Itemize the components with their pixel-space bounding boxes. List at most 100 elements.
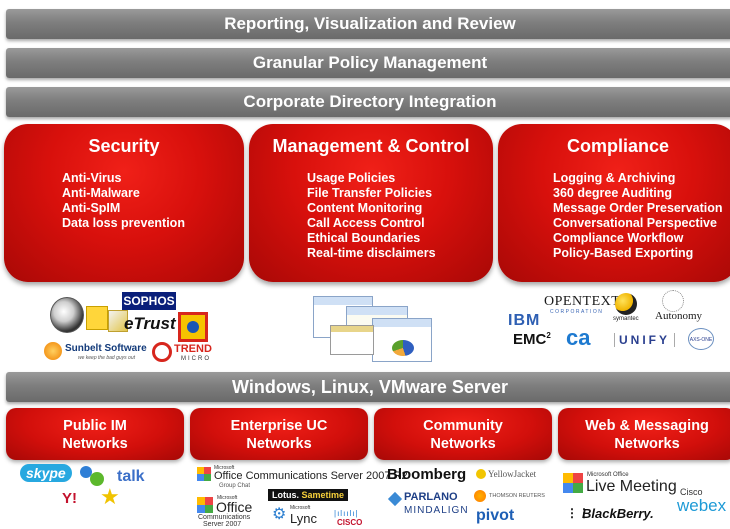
- emc-text: EMC: [513, 331, 547, 348]
- parlano-logo: PARLANO: [404, 491, 458, 503]
- sunbelt-tagline: we keep the bad guys out: [78, 355, 135, 361]
- security-item: Data loss prevention: [62, 216, 185, 230]
- compliance-item: Compliance Workflow: [553, 231, 684, 245]
- public-im-networks: Public IM Networks: [6, 408, 184, 460]
- compliance-item: 360 degree Auditing: [553, 186, 673, 200]
- thomson-reuters-icon: [474, 490, 486, 502]
- reporting-label: Reporting, Visualization and Review: [224, 14, 516, 33]
- office-icon-1: [197, 467, 211, 481]
- office-icon-2: [197, 497, 213, 513]
- msn-buddy-blue: [80, 466, 92, 478]
- ms-small-1: Microsoft: [214, 465, 235, 471]
- management-item: Real-time disclaimers: [307, 246, 436, 260]
- server2007-label: Server 2007: [203, 521, 242, 528]
- dashboard-screenshot-4: [330, 325, 374, 355]
- unify-logo: UNIFY: [614, 333, 675, 347]
- sametime-text: Sametime: [301, 490, 345, 500]
- ocs-logo: Office Communications Server 2007 R2: [214, 470, 408, 482]
- ibm-logo: IBM: [508, 312, 541, 329]
- msn-buddy-green: [90, 472, 104, 486]
- live-meeting-logo: Live Meeting: [586, 478, 677, 495]
- msn-buddies-icon: [78, 466, 108, 490]
- mindalign-logo: MINDALIGN: [404, 505, 469, 516]
- shield-logo-inner: [187, 321, 199, 333]
- yellowjacket-icon: [476, 469, 486, 479]
- google-talk-logo: talk: [117, 468, 145, 485]
- compliance-title: Compliance: [566, 136, 670, 156]
- corporate-directory-label: Corporate Directory Integration: [243, 92, 497, 111]
- security-item: Anti-Malware: [62, 186, 140, 200]
- trend-micro-logo: TREND: [174, 343, 212, 355]
- thomson-reuters-logo: THOMSON REUTERS: [489, 493, 545, 499]
- cisco-logo: CISCO: [337, 518, 363, 527]
- bouncer-logo: [50, 297, 84, 333]
- bloomberg-logo: Bloomberg: [387, 466, 467, 483]
- trend-micro-sub: MICRO: [181, 356, 211, 362]
- blackberry-logo: BlackBerry.: [582, 506, 654, 521]
- lync-ms-small: Microsoft: [290, 505, 311, 511]
- enterprise-uc-line2: Networks: [246, 436, 312, 452]
- web-messaging-line2: Networks: [614, 436, 680, 452]
- management-item: Call Access Control: [307, 216, 425, 230]
- yahoo-logo: Y!: [62, 490, 77, 507]
- skype-logo: skype: [20, 464, 72, 482]
- management-list: Usage Policies File Transfer Policies Co…: [307, 171, 493, 261]
- group-chat-label: Group Chat: [219, 483, 251, 489]
- autonomy-icon: [662, 290, 684, 312]
- shield-logo: [178, 312, 208, 342]
- spywall-logo: [86, 306, 108, 330]
- spyware-box-logo: [108, 310, 128, 332]
- lync-icon: ⚙: [272, 506, 287, 523]
- security-title: Security: [88, 136, 160, 156]
- axs-one-logo: AXS-ONE: [688, 328, 714, 350]
- management-item: Ethical Boundaries: [307, 231, 421, 245]
- trend-micro-icon: [152, 342, 172, 362]
- community-networks: Community Networks: [374, 408, 552, 460]
- office-logo: Office: [216, 499, 253, 515]
- web-messaging-networks: Web & Messaging Networks: [558, 408, 730, 460]
- security-item: Anti-Virus: [62, 171, 122, 185]
- public-im-line1: Public IM: [63, 418, 127, 434]
- opentext-sub: CORPORATION: [550, 309, 604, 315]
- web-messaging-line1: Web & Messaging: [585, 418, 709, 434]
- lotus-text: Lotus.: [272, 490, 299, 500]
- emc-sup: 2: [546, 331, 551, 340]
- security-panel: Security Anti-Virus Anti-Malware Anti-Sp…: [4, 124, 244, 282]
- yellowjacket-logo: YellowJacket: [488, 469, 537, 479]
- reporting-bar: Reporting, Visualization and Review: [6, 9, 730, 39]
- platforms-bar: Windows, Linux, VMware Server: [6, 372, 730, 402]
- sunbelt-icon: [44, 342, 62, 360]
- compliance-item: Conversational Perspective: [553, 216, 717, 230]
- sophos-logo: SOPHOS: [122, 292, 176, 310]
- management-item: File Transfer Policies: [307, 186, 433, 200]
- ms-office-small: Microsoft Office: [587, 472, 629, 478]
- office-icon-3: [563, 473, 583, 493]
- communications-label: Communications: [198, 514, 251, 521]
- cisco-webex-small: Cisco: [680, 487, 703, 497]
- enterprise-uc-networks: Enterprise UC Networks: [190, 408, 368, 460]
- enterprise-uc-line1: Enterprise UC: [230, 418, 328, 434]
- community-line2: Networks: [430, 436, 496, 452]
- management-item: Usage Policies: [307, 171, 396, 185]
- opentext-logo: OPENTEXT: [544, 294, 621, 309]
- symantec-icon: [615, 293, 637, 315]
- ms-small-2: Microsoft: [217, 495, 238, 501]
- etrust-logo: eTrust: [124, 314, 176, 333]
- aim-running-man-icon: ★: [100, 484, 120, 509]
- compliance-item: Policy-Based Exporting: [553, 246, 694, 260]
- webex-logo: webex: [677, 496, 727, 515]
- granular-policy-label: Granular Policy Management: [252, 53, 488, 72]
- management-control-panel: Management & Control Usage Policies File…: [249, 124, 493, 282]
- pivot-logo: pivot: [476, 507, 515, 524]
- ca-logo: ca: [566, 325, 591, 350]
- lotus-sametime-logo: Lotus. Sametime: [268, 489, 349, 501]
- compliance-item: Message Order Preservation: [553, 201, 723, 215]
- compliance-panel: Compliance Logging & Archiving 360 degre…: [498, 124, 730, 282]
- management-item: Content Monitoring: [307, 201, 423, 215]
- autonomy-logo: Autonomy: [655, 310, 703, 322]
- lync-logo: Lync: [290, 511, 317, 526]
- parlano-icon: [387, 491, 403, 507]
- emc-logo: EMC2: [513, 331, 551, 348]
- community-line1: Community: [423, 418, 503, 434]
- public-im-line2: Networks: [62, 436, 128, 452]
